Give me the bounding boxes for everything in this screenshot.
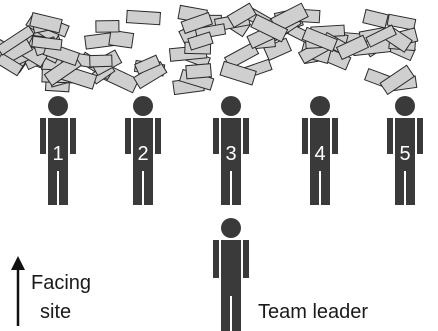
rubble-brick (126, 10, 160, 24)
facing-label-line2: site (40, 301, 71, 323)
rubble-pile (0, 3, 418, 94)
team-member-2: 2 (125, 96, 161, 205)
facing-arrow-icon (11, 256, 25, 326)
rubble-brick (96, 21, 119, 33)
team-leader-figure (213, 218, 249, 331)
team-member-5: 5 (387, 96, 423, 205)
rubble-brick (90, 55, 112, 67)
member-number-5: 5 (399, 143, 410, 165)
member-number-3: 3 (225, 143, 236, 165)
team-leader-label: Team leader (258, 301, 368, 323)
rubble-brick (109, 30, 134, 48)
team-member-4: 4 (302, 96, 338, 205)
rubble-brick (363, 9, 388, 28)
team-member-1: 1 (40, 96, 76, 205)
facing-label-line1: Facing (31, 272, 91, 294)
member-number-1: 1 (52, 143, 63, 165)
team-member-3: 3 (213, 96, 249, 205)
rubble-brick (186, 64, 212, 79)
member-number-4: 4 (314, 143, 325, 165)
member-number-2: 2 (137, 143, 148, 165)
